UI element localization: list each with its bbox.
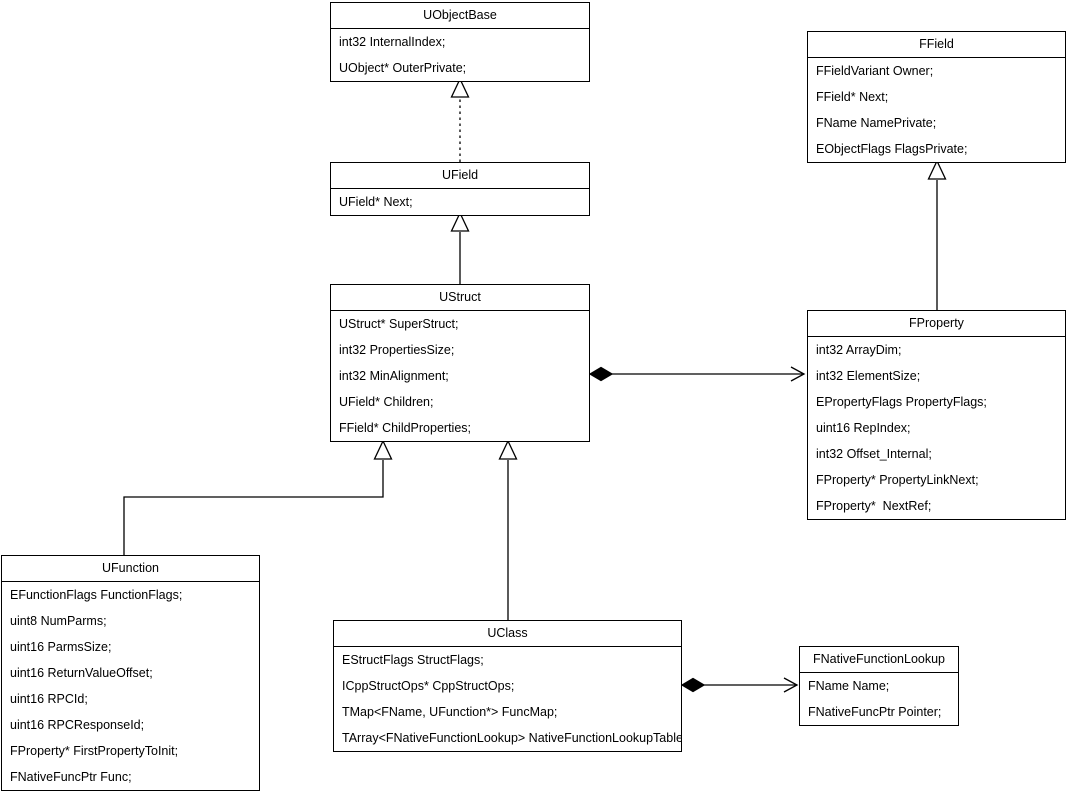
class-field: ICppStructOps* CppStructOps; — [342, 679, 515, 693]
class-field: int32 PropertiesSize; — [339, 343, 455, 357]
class-box-uobjectbase[interactable]: UObjectBase int32 InternalIndex; UObject*… — [330, 2, 590, 82]
class-field: uint16 RPCId; — [10, 692, 88, 706]
class-field: EStructFlags StructFlags; — [342, 653, 484, 667]
class-field: UField* Next; — [339, 195, 413, 209]
class-fields: UField* Next; — [331, 189, 589, 215]
class-box-ffield[interactable]: FField FFieldVariant Owner; FField* Next;… — [807, 31, 1066, 163]
class-field: uint16 RPCResponseId; — [10, 718, 145, 732]
class-title: UFunction — [2, 556, 259, 582]
class-field: int32 MinAlignment; — [339, 369, 449, 383]
class-field: uint8 NumParms; — [10, 614, 107, 628]
class-field: UField* Children; — [339, 395, 434, 409]
generalization-arrow-ufield-uobjectbase — [450, 77, 470, 162]
class-fields: EStructFlags StructFlags; ICppStructOps* … — [334, 647, 681, 751]
class-field: int32 ArrayDim; — [816, 343, 902, 357]
class-field: UObject* OuterPrivate; — [339, 61, 467, 75]
class-box-fnativefunctionlookup[interactable]: FNativeFunctionLookup FName Name; FNative… — [799, 646, 959, 726]
class-field: FName Name; — [808, 679, 890, 693]
class-field: FNativeFuncPtr Pointer; — [808, 705, 942, 719]
generalization-arrow-fproperty-ffield — [927, 159, 947, 310]
composition-arrow-uclass-fnativefunctionlookup — [680, 677, 799, 693]
composition-arrow-ustruct-fproperty — [588, 366, 806, 382]
generalization-arrow-ufunction-ustruct — [123, 439, 393, 555]
class-fields: FFieldVariant Owner; FField* Next; FName N… — [808, 58, 1065, 162]
generalization-arrow-ustruct-ufield — [450, 211, 470, 284]
class-field: FFieldVariant Owner; — [816, 64, 934, 78]
class-field: int32 ElementSize; — [816, 369, 921, 383]
class-title: FProperty — [808, 311, 1065, 337]
class-field: FName NamePrivate; — [816, 116, 937, 130]
class-field: uint16 ParmsSize; — [10, 640, 112, 654]
class-field: TMap<FName, UFunction*> FuncMap; — [342, 705, 558, 719]
class-title: FField — [808, 32, 1065, 58]
class-title: UClass — [334, 621, 681, 647]
class-title: UObjectBase — [331, 3, 589, 29]
class-fields: EFunctionFlags FunctionFlags; uint8 NumPa… — [2, 582, 259, 790]
class-field: EObjectFlags FlagsPrivate; — [816, 142, 968, 156]
class-field: EPropertyFlags PropertyFlags; — [816, 395, 987, 409]
class-field: uint16 ReturnValueOffset; — [10, 666, 153, 680]
class-fields: int32 ArrayDim; int32 ElementSize; EProper… — [808, 337, 1065, 519]
class-field: FProperty* FirstPropertyToInit; — [10, 744, 179, 758]
class-field: int32 Offset_Internal; — [816, 447, 932, 461]
class-title: FNativeFunctionLookup — [800, 647, 958, 673]
class-field: uint16 RepIndex; — [816, 421, 911, 435]
class-field: FNativeFuncPtr Func; — [10, 770, 132, 784]
class-box-uclass[interactable]: UClass EStructFlags StructFlags; ICppStru… — [333, 620, 682, 752]
class-box-fproperty[interactable]: FProperty int32 ArrayDim; int32 ElementSi… — [807, 310, 1066, 520]
class-box-ufield[interactable]: UField UField* Next; — [330, 162, 590, 216]
class-field: FField* Next; — [816, 90, 889, 104]
class-field: int32 InternalIndex; — [339, 35, 446, 49]
class-title: UField — [331, 163, 589, 189]
class-title: UStruct — [331, 285, 589, 311]
class-box-ufunction[interactable]: UFunction EFunctionFlags FunctionFlags; u… — [1, 555, 260, 791]
class-fields: int32 InternalIndex; UObject* OuterPrivat… — [331, 29, 589, 81]
class-field: EFunctionFlags FunctionFlags; — [10, 588, 183, 602]
class-field: TArray<FNativeFunctionLookup> NativeFunc… — [342, 731, 681, 745]
class-field: FProperty* PropertyLinkNext; — [816, 473, 979, 487]
class-box-ustruct[interactable]: UStruct UStruct* SuperStruct; int32 Prope… — [330, 284, 590, 442]
class-fields: FName Name; FNativeFuncPtr Pointer; — [800, 673, 958, 725]
class-fields: UStruct* SuperStruct; int32 PropertiesSiz… — [331, 311, 589, 441]
class-field: FProperty* NextRef; — [816, 499, 932, 513]
class-field: UStruct* SuperStruct; — [339, 317, 459, 331]
class-field: FField* ChildProperties; — [339, 421, 471, 435]
generalization-arrow-uclass-ustruct — [498, 439, 518, 620]
